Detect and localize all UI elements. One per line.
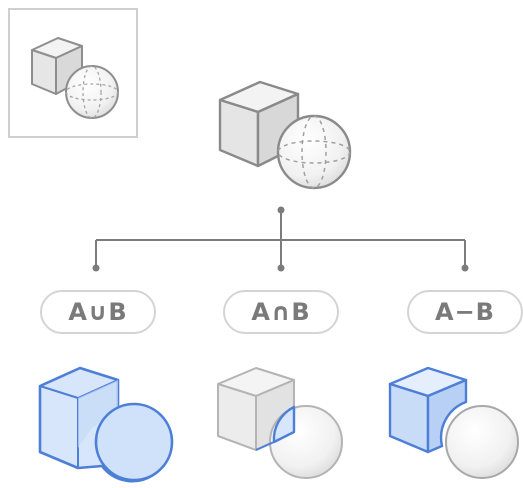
tree-connector <box>92 206 469 272</box>
thumbnail-frame[interactable] <box>8 8 138 138</box>
union-button[interactable]: A∪B <box>40 290 156 334</box>
union-label: A∪B <box>68 298 128 326</box>
difference-label: A−B <box>435 298 495 326</box>
intersection-label: A∩B <box>251 298 311 326</box>
difference-icon <box>388 366 519 479</box>
intersection-icon <box>217 367 343 479</box>
cube-sphere-icon <box>218 80 352 190</box>
difference-button[interactable]: A−B <box>407 290 523 334</box>
cube-sphere-thumbnail-icon <box>31 37 119 119</box>
intersection-button[interactable]: A∩B <box>223 290 339 334</box>
union-icon <box>38 366 174 483</box>
